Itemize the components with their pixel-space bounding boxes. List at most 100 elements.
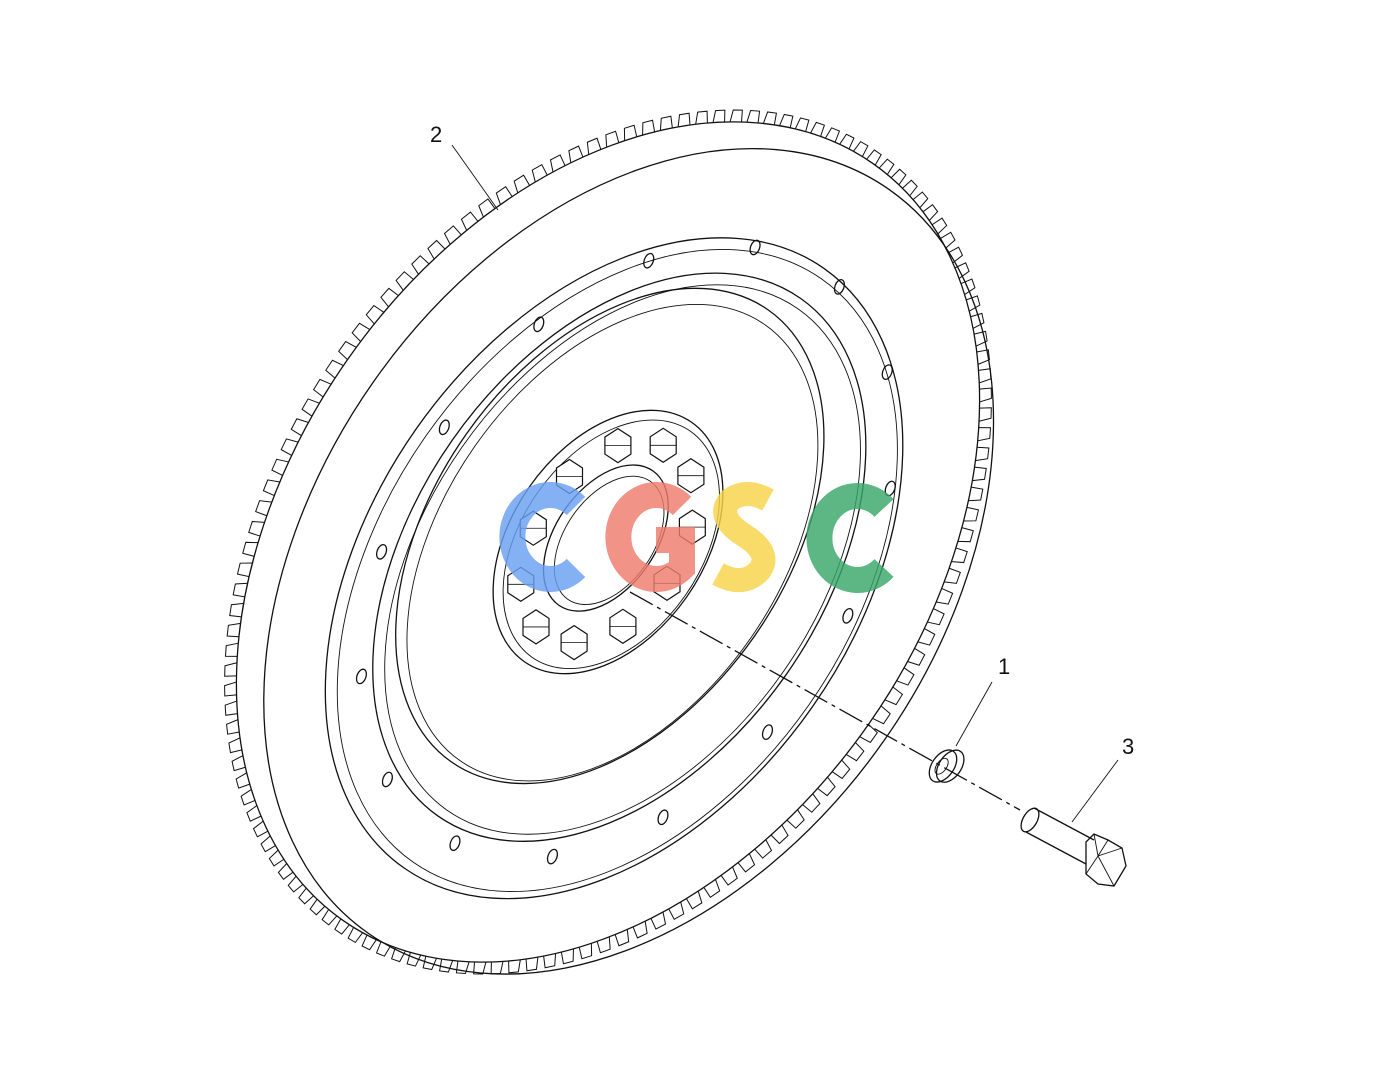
gear-tooth — [779, 113, 794, 128]
gear-tooth — [944, 567, 961, 584]
gear-tooth — [390, 947, 406, 963]
bolt-shank-edge-bottom — [1025, 831, 1087, 865]
gear-tooth — [375, 941, 392, 957]
gear-tooth — [226, 719, 240, 735]
gear-tooth — [495, 185, 513, 205]
gear-tooth — [252, 820, 269, 838]
hub-bolt-circle — [507, 427, 706, 661]
gear-tooth — [226, 622, 241, 638]
gear-tooth — [957, 527, 974, 543]
mounting-hole — [449, 835, 461, 852]
gear-tooth — [236, 562, 253, 578]
gear-tooth — [513, 174, 531, 194]
gear-tooth — [754, 839, 773, 859]
gear-tooth — [794, 117, 810, 132]
gear-tooth — [802, 793, 821, 813]
gear-tooth — [978, 407, 992, 422]
mounting-hole — [657, 809, 669, 826]
gear-tooth — [229, 602, 244, 618]
gear-tooth — [277, 863, 294, 881]
bolt-shank-edge-top — [1033, 807, 1095, 841]
gear-tooth — [262, 479, 280, 497]
gear-tooth — [677, 112, 691, 127]
mounting-holes — [355, 239, 896, 865]
mounting-hole — [881, 364, 893, 380]
gear-tooth — [623, 124, 638, 141]
gear-tooth — [973, 330, 988, 347]
gear-tooth — [890, 168, 907, 186]
bolt-head-facets — [1085, 833, 1123, 887]
gear-tooth — [824, 127, 841, 143]
gear-tooth — [338, 340, 357, 360]
washer-back — [935, 749, 965, 783]
gear-tooth — [770, 824, 789, 845]
gear-tooth — [543, 953, 557, 969]
gear-tooth — [334, 918, 350, 935]
gear-tooth — [912, 191, 929, 209]
gear-tooth — [695, 110, 708, 125]
gear-tooth — [255, 500, 272, 517]
watermark-letter-c2 — [806, 483, 894, 593]
gear-tooth — [224, 700, 238, 716]
gear-tooth — [902, 179, 918, 197]
gear-tooth — [896, 667, 915, 686]
gear-tooth — [325, 359, 344, 379]
gear-tooth — [460, 211, 479, 231]
gear-tooth — [232, 582, 248, 598]
gear-tooth — [817, 776, 836, 797]
gear-tooth — [549, 154, 566, 173]
gear-tooth — [685, 890, 703, 910]
gear-tooth — [508, 959, 521, 974]
gear-tooth — [605, 130, 620, 148]
gear-tooth — [977, 427, 992, 442]
gear-tooth — [312, 378, 332, 398]
gear-tooth — [525, 957, 539, 972]
gear-tooth — [301, 398, 320, 417]
gear-tooth — [859, 724, 878, 744]
gear-tooth — [240, 789, 256, 806]
gear-tooth — [979, 387, 992, 403]
mounting-hole — [546, 848, 559, 865]
mounting-hole — [375, 543, 388, 560]
gear-tooth — [976, 349, 990, 365]
mounting-hole — [533, 316, 545, 333]
washer-hole — [934, 757, 949, 775]
gear-tooth — [455, 960, 470, 975]
ring-gear-teeth — [224, 109, 992, 975]
gear-tooth — [531, 163, 548, 183]
gear-tooth — [940, 231, 956, 249]
leader-line-3 — [1071, 759, 1119, 823]
gear-tooth — [972, 466, 987, 482]
gear-tooth — [280, 438, 299, 456]
flywheel-face-edge-inner — [336, 249, 898, 892]
washer-outer — [928, 749, 958, 783]
gear-tooth — [290, 418, 309, 437]
gear-tooth — [936, 587, 954, 605]
gear-tooth — [845, 742, 865, 762]
mounting-hole — [842, 607, 854, 624]
gear-tooth — [380, 287, 399, 308]
gear-tooth — [884, 686, 904, 706]
leader-line-1 — [955, 681, 993, 747]
gear-tooth — [917, 628, 936, 646]
gear-tooth — [560, 948, 574, 965]
gear-tooth — [951, 547, 968, 564]
gear-tooth — [931, 217, 948, 235]
clutch-surface-step — [384, 284, 861, 835]
gear-tooth — [361, 934, 377, 951]
gear-tooth — [347, 927, 363, 944]
gear-tooth — [703, 879, 721, 899]
gear-tooth — [242, 541, 259, 557]
gear-tooth — [922, 203, 939, 221]
leader-line-2 — [451, 144, 499, 211]
leader-lines — [451, 144, 1119, 823]
callout-1: 1 — [998, 654, 1010, 679]
gear-tooth — [298, 887, 314, 905]
gear-tooth — [872, 705, 891, 725]
gear-tooth — [228, 737, 243, 754]
callout-2: 2 — [430, 122, 442, 147]
mounting-hole — [643, 252, 655, 269]
gear-tooth — [395, 271, 414, 291]
mounting-hole — [381, 771, 394, 788]
gear-tooth — [786, 809, 805, 829]
